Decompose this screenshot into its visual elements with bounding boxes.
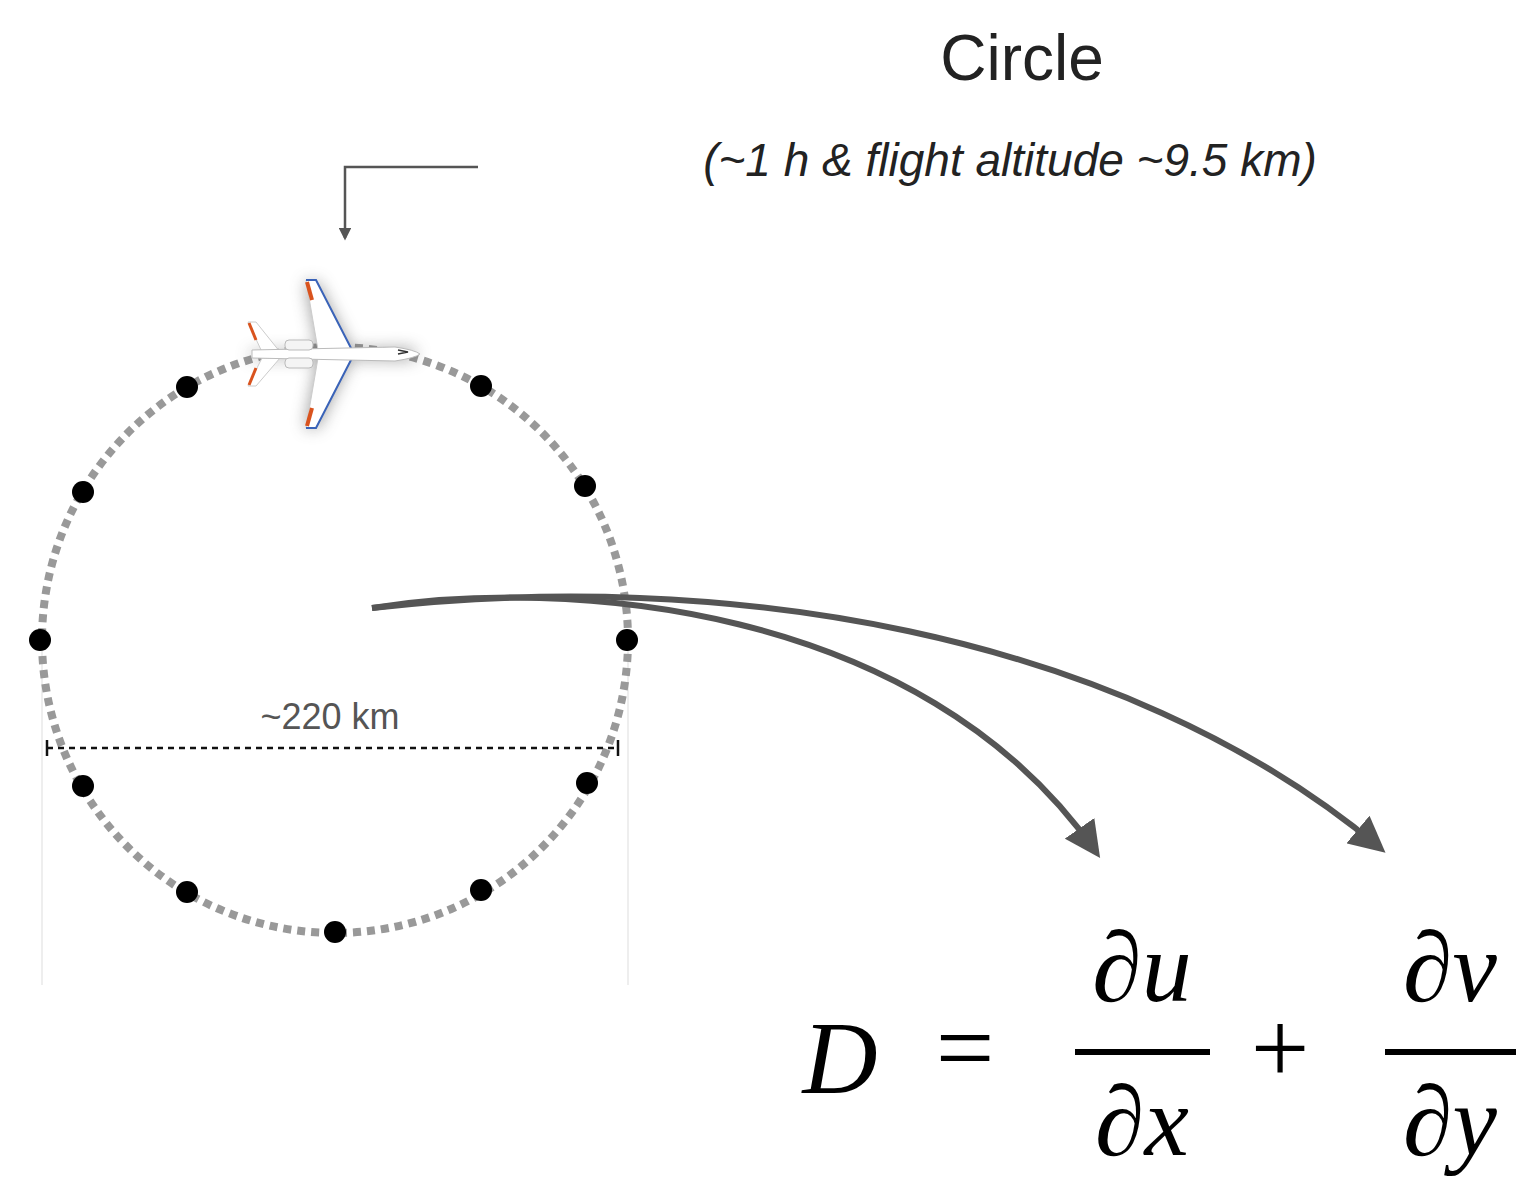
subtitle-note: (~1 h & flight altitude ~9.5 km) xyxy=(703,135,1317,186)
flight-circle xyxy=(42,347,628,933)
dimension-line xyxy=(47,747,618,750)
formula-operator: = xyxy=(936,991,995,1105)
dimension-tick xyxy=(46,740,49,756)
fraction-bar xyxy=(1385,1049,1516,1055)
formula-numerator: ∂u xyxy=(1092,913,1191,1023)
guide-line xyxy=(628,640,629,985)
aircraft-icon xyxy=(248,280,420,428)
formula-denominator: ∂x xyxy=(1095,1067,1189,1177)
dimension-tick xyxy=(617,740,620,756)
formula-operator: + xyxy=(1251,991,1310,1105)
dimension-label: ~220 km xyxy=(260,697,399,737)
curved-arrow xyxy=(372,598,1096,852)
fraction-bar xyxy=(1075,1049,1210,1055)
leader-line xyxy=(345,167,478,238)
formula-numerator: ∂v xyxy=(1403,913,1497,1023)
formula-denominator: ∂y xyxy=(1403,1067,1497,1177)
title: Circle xyxy=(940,23,1104,93)
sonde-dots xyxy=(29,375,638,943)
formula-symbol: D xyxy=(802,1001,877,1115)
curved-arrow xyxy=(372,597,1380,848)
guide-line xyxy=(42,640,43,985)
